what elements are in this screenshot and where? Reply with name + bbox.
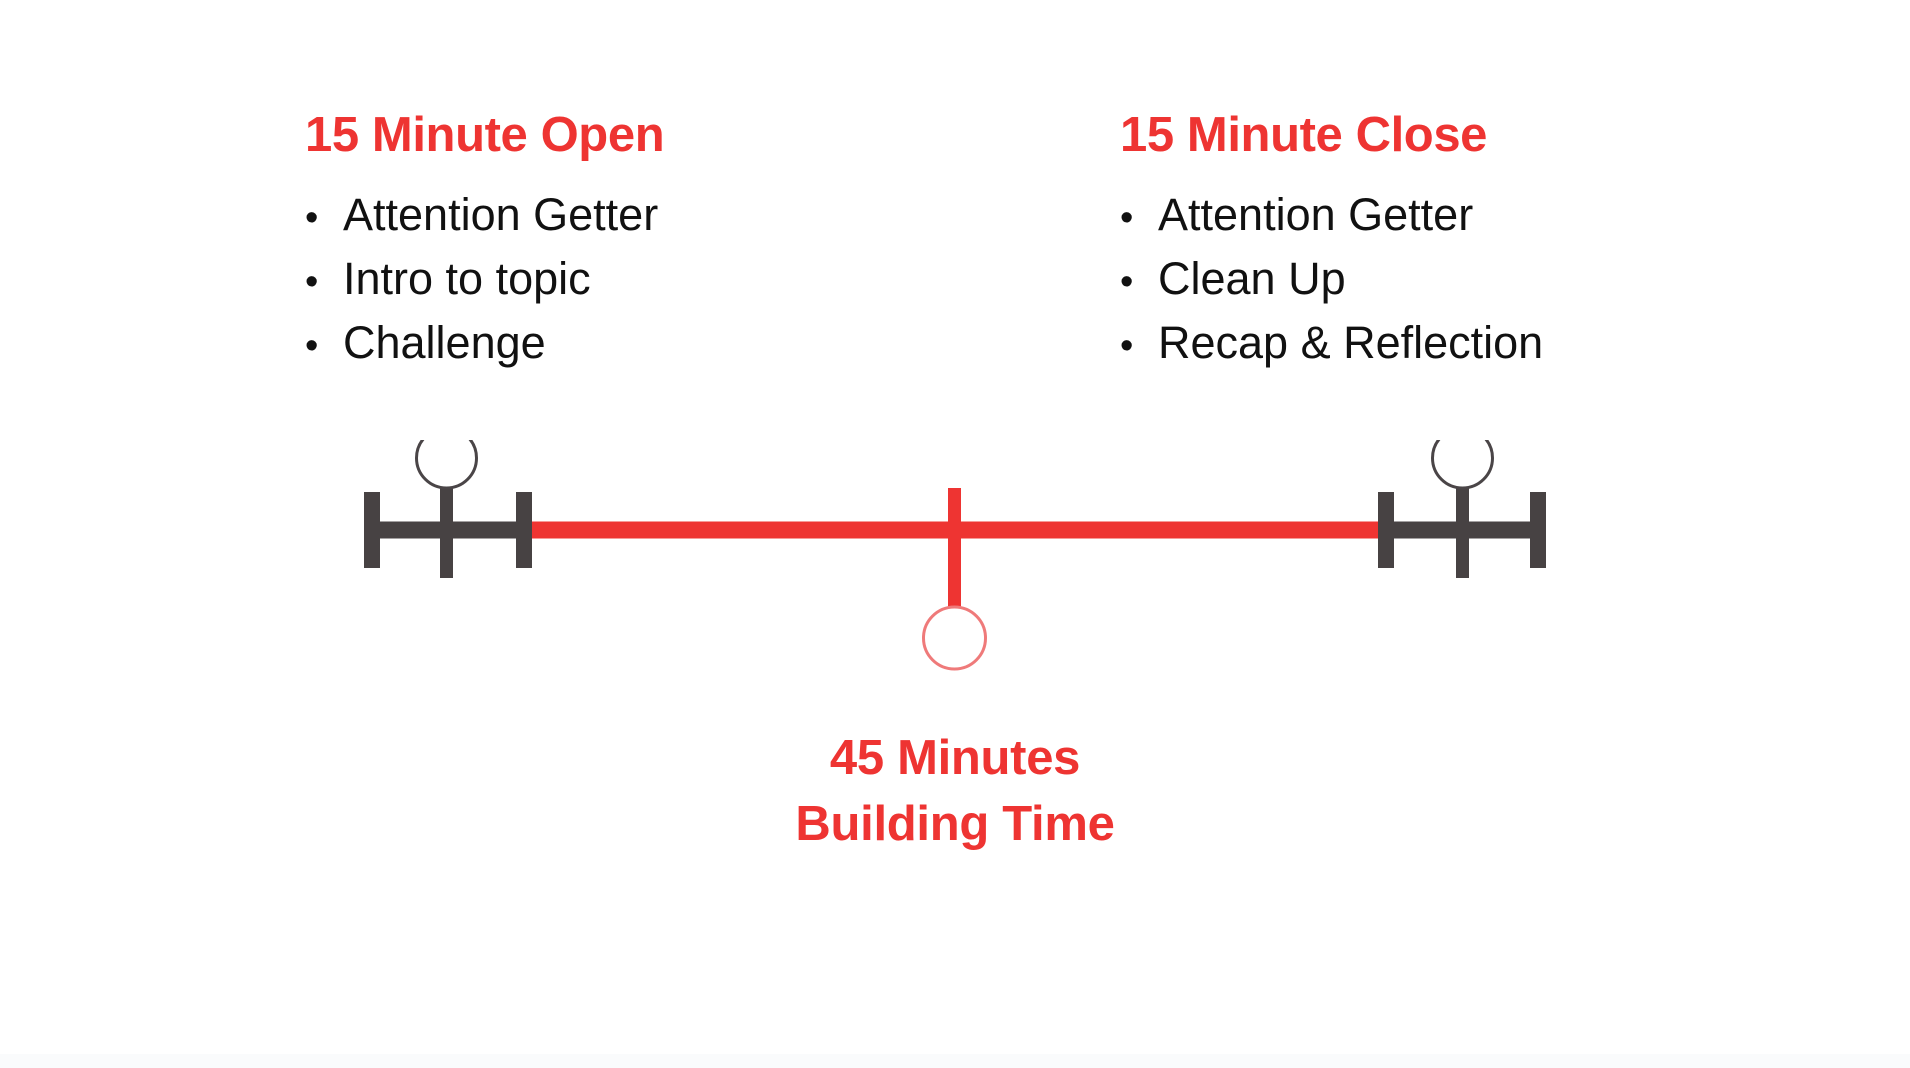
bullet-dot-icon: • — [1120, 325, 1134, 368]
caption-line-2: Building Time — [795, 797, 1115, 852]
list-item: • Attention Getter — [1120, 183, 1760, 247]
bullet-dot-icon: • — [305, 325, 319, 368]
bottom-divider — [0, 1054, 1910, 1068]
bullet-dot-icon: • — [1120, 261, 1134, 304]
timeline-endcap-left-outer — [364, 492, 380, 568]
caption-line-1: 45 Minutes — [829, 731, 1081, 785]
list-item-label: Clean Up — [1158, 253, 1346, 305]
timeline-endcap-right-inner — [1378, 492, 1394, 568]
bullet-dot-icon: • — [305, 197, 319, 240]
list-item: • Clean Up — [1120, 247, 1760, 311]
list-item-label: Recap & Reflection — [1158, 317, 1544, 369]
list-item-label: Attention Getter — [343, 189, 659, 241]
bullet-dot-icon: • — [305, 261, 319, 304]
list-item-label: Intro to topic — [343, 253, 591, 305]
list-item: • Intro to topic — [305, 247, 925, 311]
list-item-label: Attention Getter — [1158, 189, 1474, 241]
column-open: 15 Minute Open • Attention Getter • Intr… — [305, 108, 925, 375]
close-handle-knob-icon[interactable] — [1431, 440, 1494, 490]
building-handle-knob-icon[interactable] — [922, 605, 987, 671]
timeline-svg — [364, 440, 1546, 671]
column-close: 15 Minute Close • Attention Getter • Cle… — [1120, 108, 1760, 375]
list-item: • Recap & Reflection — [1120, 311, 1760, 375]
list-item-label: Challenge — [343, 317, 546, 369]
open-handle-knob-icon[interactable] — [415, 440, 478, 490]
bullet-list-close: • Attention Getter • Clean Up • Recap & … — [1120, 183, 1760, 375]
timeline-endcap-left-inner — [516, 492, 532, 568]
building-time-caption: 45 Minutes Building Time — [0, 725, 1910, 857]
list-item: • Attention Getter — [305, 183, 925, 247]
bullet-dot-icon: • — [1120, 197, 1134, 240]
heading-open: 15 Minute Open — [305, 108, 665, 162]
list-item: • Challenge — [305, 311, 925, 375]
timeline-graphic[interactable] — [340, 440, 1570, 680]
building-handle-stem — [948, 488, 961, 612]
timeline-endcap-right-outer — [1530, 492, 1546, 568]
bullet-list-open: • Attention Getter • Intro to topic • Ch… — [305, 183, 925, 375]
heading-close: 15 Minute Close — [1120, 108, 1488, 162]
